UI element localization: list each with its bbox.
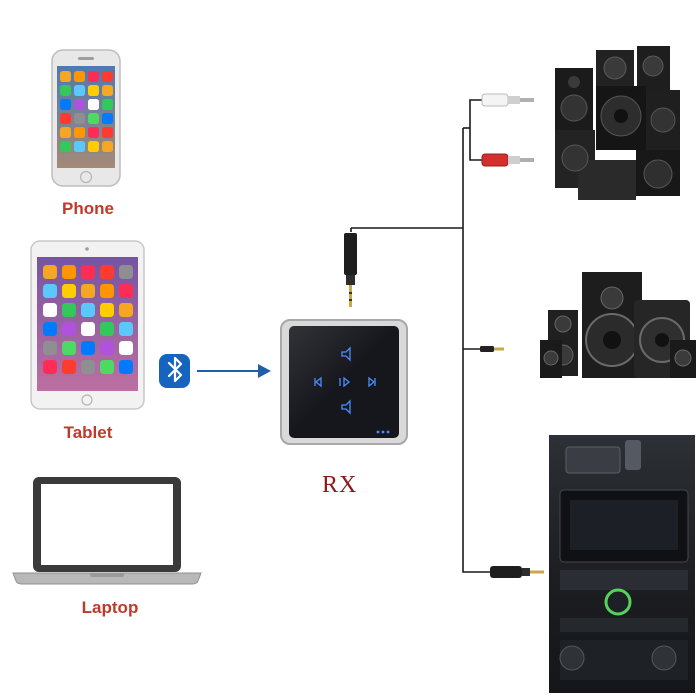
app-icon — [74, 85, 85, 96]
app-icon — [43, 265, 57, 279]
volume-down-icon — [341, 399, 351, 415]
laptop-label: Laptop — [81, 598, 139, 617]
app-icon — [81, 284, 95, 298]
app-icon — [43, 341, 57, 355]
rx-label: RX — [322, 472, 358, 498]
volume-up-icon — [341, 346, 351, 362]
app-icon — [100, 322, 114, 336]
app-icon — [102, 141, 113, 152]
app-icon — [88, 141, 99, 152]
arrow-to-receiver — [197, 364, 271, 378]
previous-icon — [314, 376, 322, 388]
app-icon — [62, 322, 76, 336]
app-icon — [60, 141, 71, 152]
app-icon — [74, 127, 85, 138]
app-icon — [60, 127, 71, 138]
app-icon — [62, 360, 76, 374]
audio-cables — [350, 99, 490, 573]
app-icon — [100, 341, 114, 355]
app-icon — [119, 322, 133, 336]
app-icon — [119, 341, 133, 355]
app-icon — [102, 127, 113, 138]
tablet-label: Tablet — [63, 423, 113, 442]
app-icon — [88, 127, 99, 138]
app-icon — [43, 360, 57, 374]
phone-label: Phone — [62, 199, 114, 218]
app-icon — [102, 85, 113, 96]
next-icon — [368, 376, 376, 388]
app-icon — [60, 71, 71, 82]
phone-icon — [51, 49, 121, 187]
app-icon — [100, 303, 114, 317]
app-icon — [62, 303, 76, 317]
app-icon — [43, 322, 57, 336]
app-icon — [81, 303, 95, 317]
rca-plug-icon — [481, 93, 534, 167]
app-icon — [100, 284, 114, 298]
app-icon — [74, 71, 85, 82]
app-icon — [81, 322, 95, 336]
aux-plug-car — [490, 566, 544, 578]
app-icon — [88, 113, 99, 124]
app-icon — [81, 265, 95, 279]
app-icon — [62, 265, 76, 279]
app-icon — [88, 71, 99, 82]
app-icon — [62, 341, 76, 355]
app-icon — [119, 303, 133, 317]
app-icon — [102, 99, 113, 110]
app-icon — [119, 265, 133, 279]
app-icon — [119, 360, 133, 374]
app-icon — [81, 341, 95, 355]
app-icon — [74, 99, 85, 110]
rx-receiver-device — [280, 319, 408, 445]
aux-plug-speakers — [480, 346, 504, 352]
play-pause-icon — [339, 376, 351, 388]
app-icon — [60, 85, 71, 96]
app-icon — [88, 85, 99, 96]
car-stereo-image — [549, 435, 695, 693]
app-icon — [100, 265, 114, 279]
app-icon — [88, 99, 99, 110]
app-icon — [60, 113, 71, 124]
app-icon — [81, 360, 95, 374]
aux-plug-icon — [344, 233, 357, 307]
app-icon — [102, 113, 113, 124]
home-theater-speakers-image — [540, 272, 696, 382]
app-icon — [119, 284, 133, 298]
app-icon — [102, 71, 113, 82]
speaker-stack-image — [555, 46, 680, 200]
app-icon — [43, 303, 57, 317]
tablet-icon — [30, 240, 145, 410]
app-icon — [62, 284, 76, 298]
bluetooth-icon — [159, 354, 190, 388]
app-icon — [60, 99, 71, 110]
laptop-icon — [12, 477, 202, 585]
app-icon — [74, 141, 85, 152]
app-icon — [100, 360, 114, 374]
app-icon — [43, 284, 57, 298]
app-icon — [74, 113, 85, 124]
